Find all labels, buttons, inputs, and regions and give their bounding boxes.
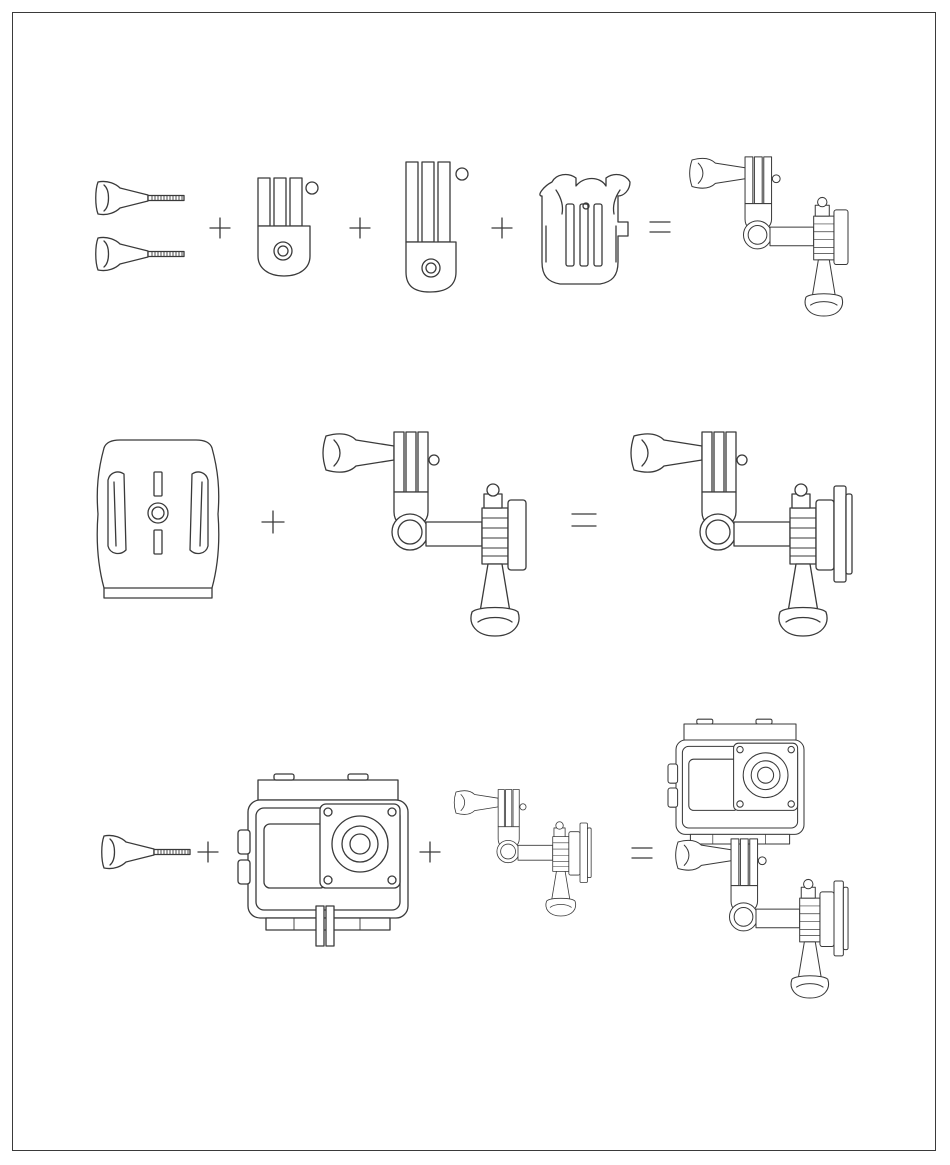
pivot-arm-assembly-icon	[323, 432, 526, 636]
plus-sign	[492, 218, 512, 238]
row-2	[97, 432, 852, 636]
pivot-arm-assembly-icon	[690, 157, 848, 316]
thumb-screw-icon	[96, 181, 184, 214]
row-1	[96, 157, 848, 316]
flat-adhesive-mount-icon	[97, 440, 219, 598]
waterproof-case-icon	[238, 774, 408, 946]
equals-sign	[632, 848, 652, 858]
buckle-mount-icon	[540, 175, 630, 284]
pivot-arm-on-mount-icon	[631, 432, 852, 636]
equals-sign	[572, 514, 596, 526]
long-adapter-icon	[406, 162, 468, 292]
plus-sign	[350, 218, 370, 238]
plus-sign	[420, 842, 440, 862]
mounted-camera-case-icon	[668, 719, 848, 998]
plus-sign	[262, 511, 284, 533]
plus-sign	[198, 842, 218, 862]
row-3	[102, 719, 848, 998]
equals-sign	[650, 222, 670, 232]
thumb-screw-icon	[96, 237, 184, 270]
thumb-screw-icon	[102, 835, 190, 868]
short-adapter-icon	[258, 178, 318, 276]
plus-sign	[210, 218, 230, 238]
pivot-arm-on-mount-icon	[454, 790, 591, 916]
